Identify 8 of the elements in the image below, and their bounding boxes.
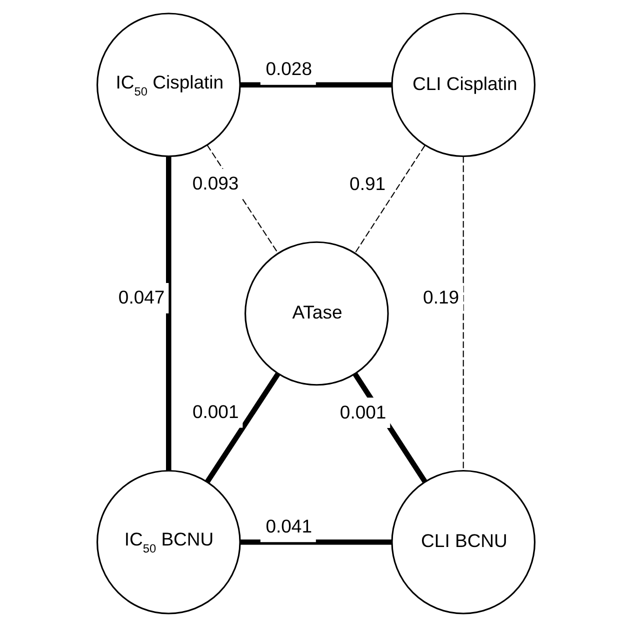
edge-label: 0.041	[266, 515, 312, 536]
edge-label: 0.001	[192, 401, 239, 422]
edge-label: 0.047	[118, 286, 165, 308]
edge-label: 0.028	[266, 58, 312, 80]
edge-label: 0.001	[340, 401, 386, 422]
edge-label: 0.91	[350, 172, 386, 194]
edge-label: 0.093	[192, 172, 239, 194]
edge-label: 0.19	[423, 286, 460, 308]
